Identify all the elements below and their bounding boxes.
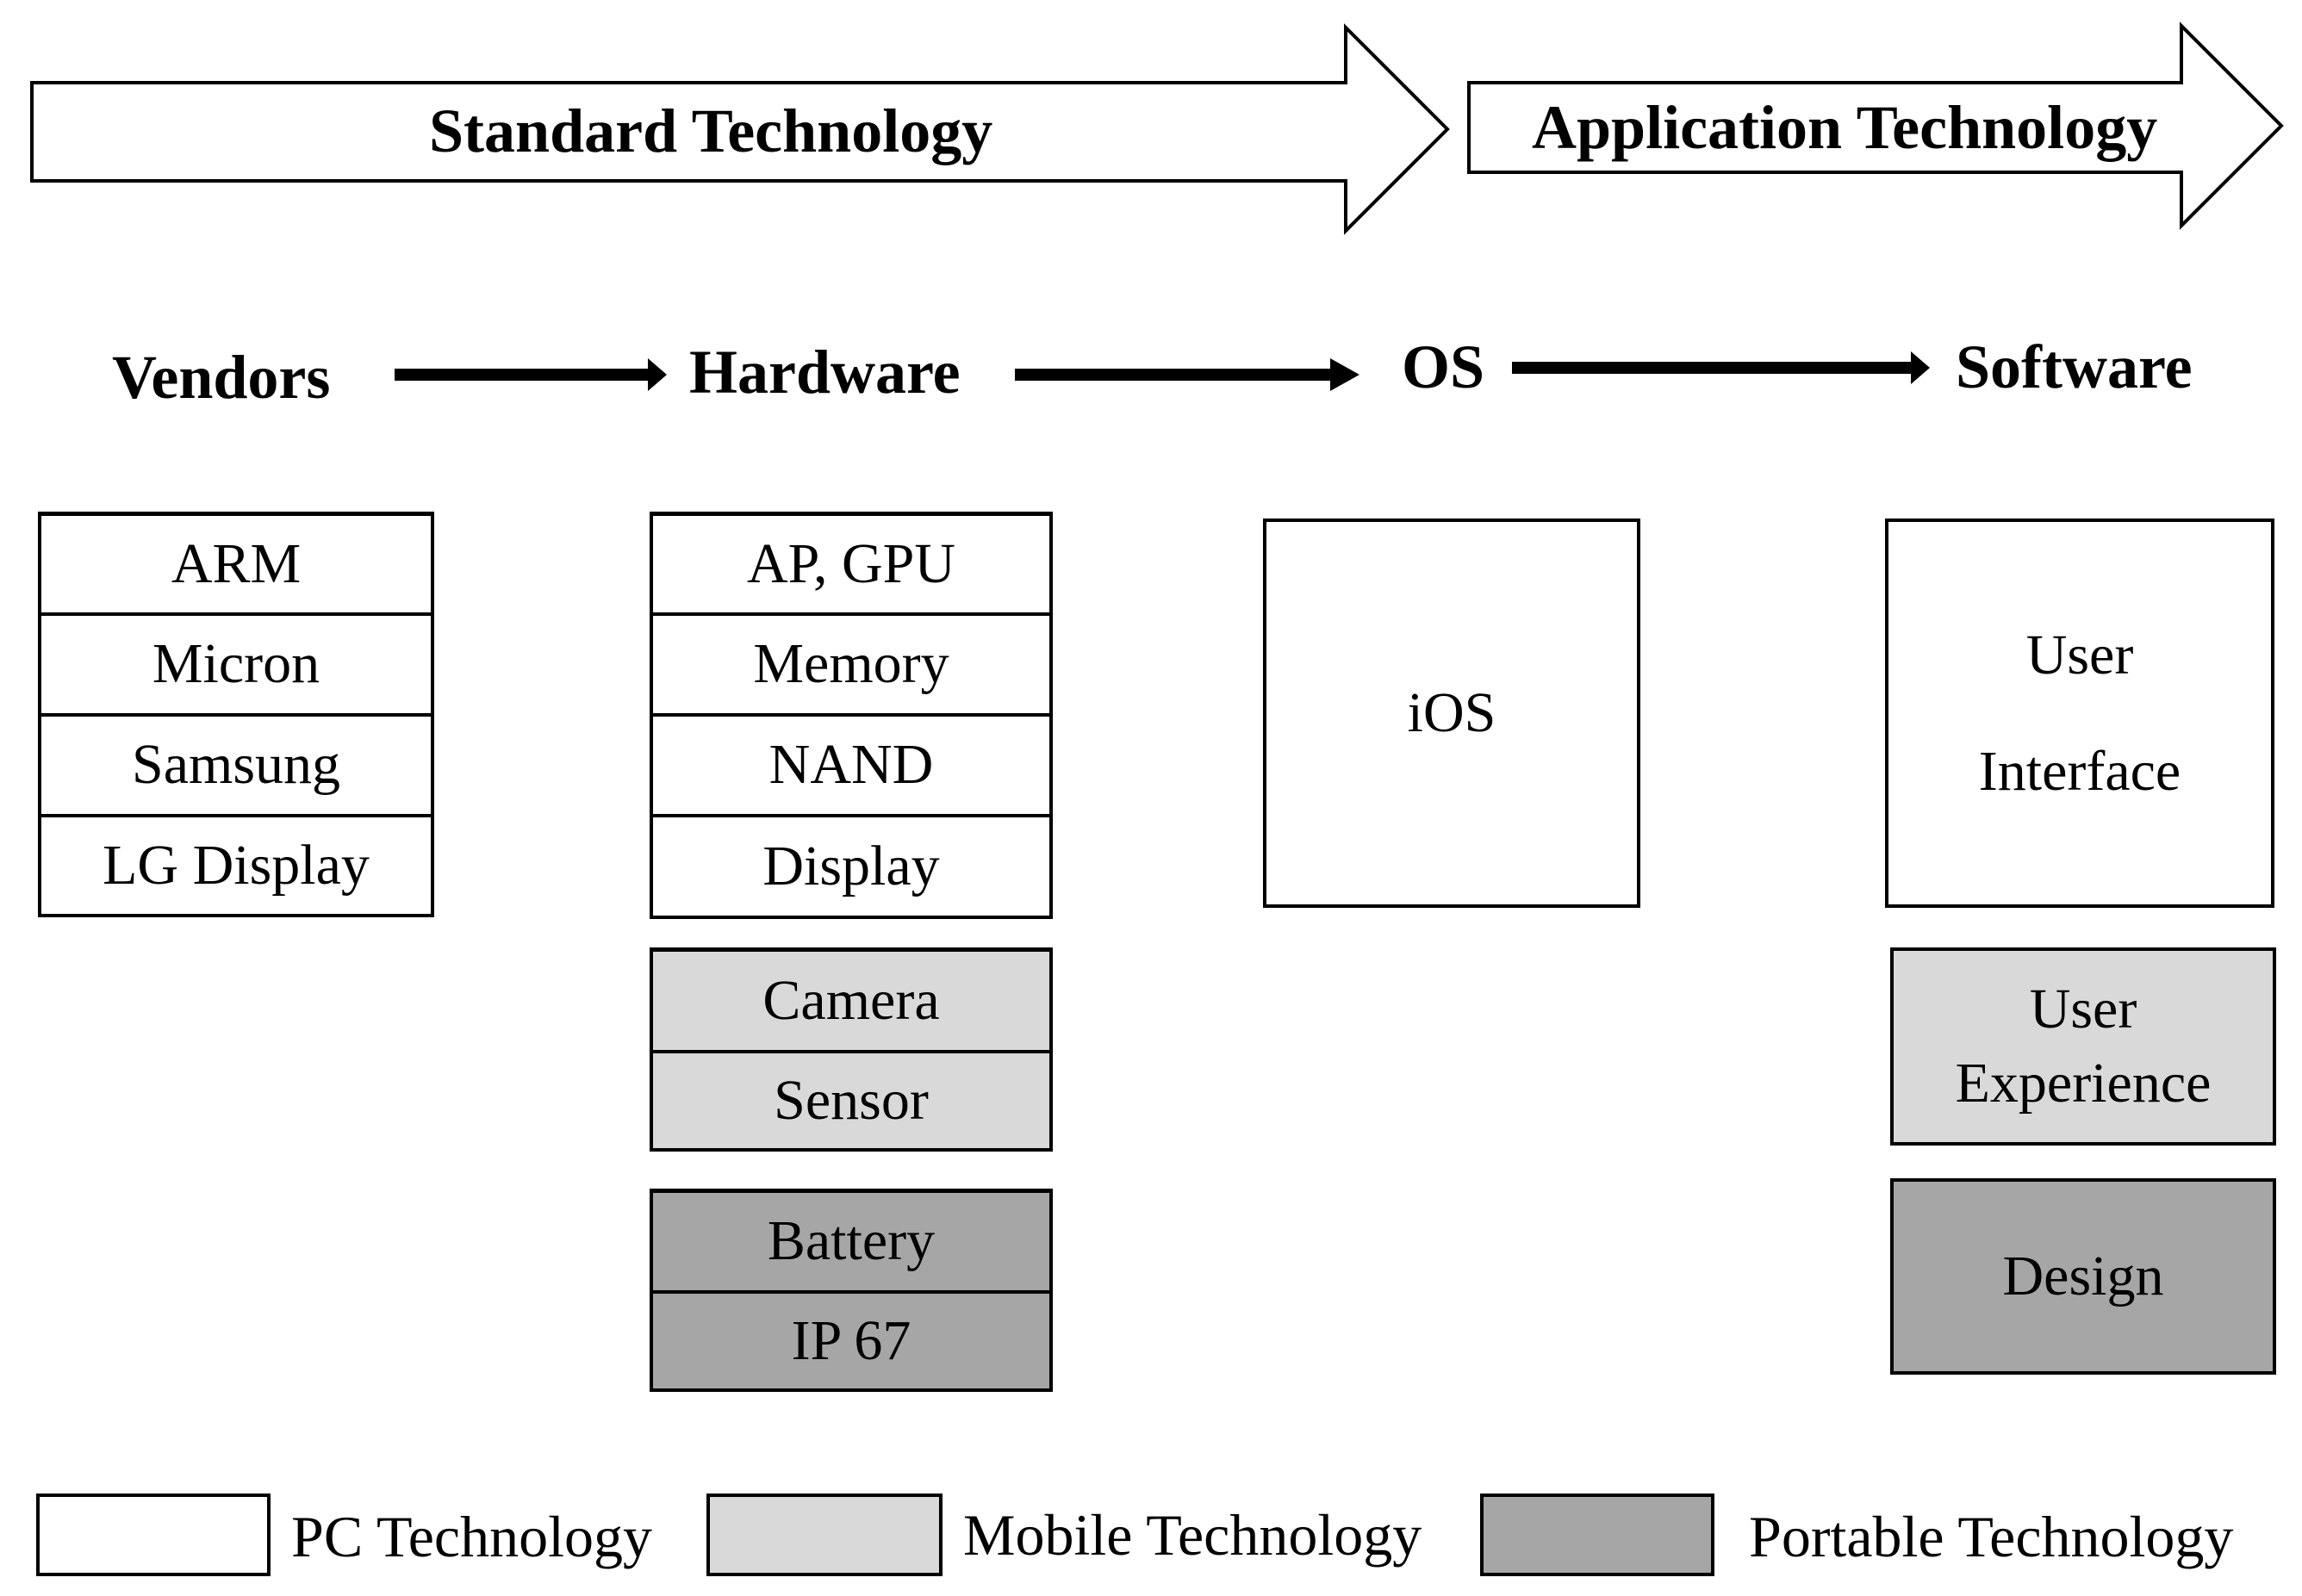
legend-swatch-mobile bbox=[706, 1494, 943, 1576]
software-cell-user-experience: User Experience bbox=[1890, 947, 2276, 1146]
legend-swatch-pc bbox=[36, 1494, 271, 1576]
os-to-software-shaft bbox=[1512, 362, 1917, 374]
hardware-cell-memory: Memory bbox=[650, 612, 1053, 717]
vendors-to-hardware-shaft bbox=[395, 369, 653, 381]
os-to-software-head bbox=[1911, 351, 1930, 384]
banner-arrows bbox=[30, 22, 2284, 235]
hardware-to-os-shaft bbox=[1015, 369, 1335, 381]
vendor-cell-arm: ARM bbox=[38, 512, 434, 616]
vendor-cell-lg-display: LG Display bbox=[38, 814, 434, 917]
standard-technology-label: Standard Technology bbox=[429, 96, 993, 165]
vendor-cell-micron: Micron bbox=[38, 612, 434, 717]
standard-technology-arrow bbox=[30, 23, 1450, 235]
hardware-cell-ip67: IP 67 bbox=[650, 1290, 1053, 1392]
legend-label-mobile: Mobile Technology bbox=[963, 1502, 1422, 1568]
software-ux-line-1: User bbox=[2029, 978, 2137, 1041]
hardware-cell-camera: Camera bbox=[650, 947, 1053, 1053]
legend-label-portable: Portable Technology bbox=[1749, 1504, 2234, 1569]
software-label: Software bbox=[1956, 332, 2193, 401]
hardware-cell-battery: Battery bbox=[650, 1189, 1053, 1294]
hardware-label: Hardware bbox=[689, 338, 961, 407]
hardware-cell-sensor: Sensor bbox=[650, 1050, 1053, 1152]
software-cell-user-interface: User Interface bbox=[1885, 519, 2274, 908]
software-ui-line-1: User bbox=[2025, 623, 2134, 686]
vendors-to-hardware-head bbox=[648, 358, 667, 391]
vendors-label: Vendors bbox=[112, 343, 331, 412]
hardware-cell-nand: NAND bbox=[650, 713, 1053, 817]
application-technology-arrow bbox=[1467, 22, 2284, 230]
os-label: OS bbox=[1402, 332, 1485, 401]
software-cell-design: Design bbox=[1890, 1178, 2276, 1375]
flow-arrows bbox=[395, 351, 1930, 391]
legend-swatch-portable bbox=[1480, 1494, 1714, 1576]
hardware-cell-ap-gpu: AP, GPU bbox=[650, 512, 1053, 616]
os-cell-ios: iOS bbox=[1263, 519, 1640, 908]
legend-label-pc: PC Technology bbox=[291, 1504, 652, 1569]
software-ux-line-2: Experience bbox=[1955, 1052, 2212, 1115]
software-ui-line-2: Interface bbox=[1978, 740, 2181, 803]
hardware-to-os-head bbox=[1330, 358, 1359, 391]
vendor-cell-samsung: Samsung bbox=[38, 713, 434, 817]
hardware-cell-display: Display bbox=[650, 814, 1053, 919]
application-technology-label: Application Technology bbox=[1532, 93, 2158, 162]
